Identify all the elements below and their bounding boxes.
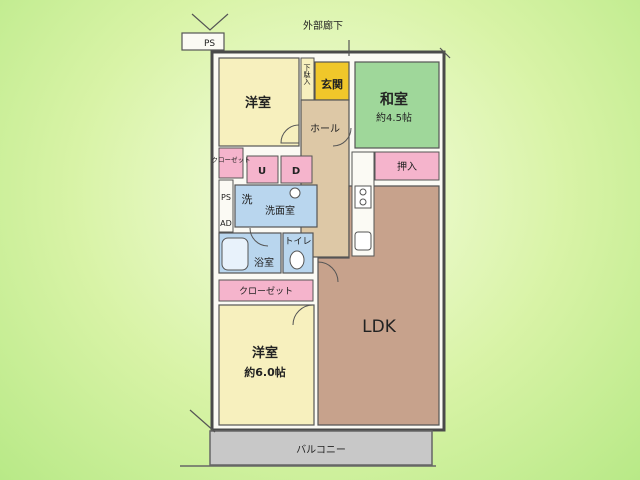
washbasin-icon: [289, 187, 301, 199]
small-closet-label: クローゼット: [212, 155, 251, 164]
japanese-room-label: 和室: [380, 91, 408, 108]
oshiire-closet: [374, 151, 440, 181]
japanese-room-size-label: 約4.5帖: [376, 111, 412, 124]
ps-top-box: [181, 32, 225, 51]
hall-label: ホール: [310, 123, 340, 135]
oshiire-label: 押入: [397, 160, 417, 173]
ps-top-label: PS: [204, 39, 215, 49]
western-room-2-size-label: 約6.0帖: [244, 365, 286, 379]
washer-label: 洗: [242, 193, 253, 206]
toilet-label: トイレ: [284, 237, 311, 247]
balcony: [209, 430, 433, 466]
western-room-2: [218, 304, 315, 426]
western-room-1-label: 洋室: [245, 95, 271, 111]
western-room-2-label: 洋室: [252, 345, 278, 361]
door-swing: [292, 304, 314, 326]
washroom-label: 洗面室: [265, 204, 295, 217]
door-swing: [280, 124, 300, 144]
shoe-closet-label: 下駄入: [303, 64, 311, 85]
ud-left-label: U: [258, 166, 266, 177]
ps-ad-column: [218, 179, 234, 233]
sink-icon: [354, 231, 372, 251]
ud-box-right: [280, 155, 313, 184]
stove-burner-icon: [359, 188, 367, 196]
ldk-room: [317, 185, 440, 426]
window-marker: [191, 13, 229, 31]
window-marker: [189, 409, 216, 433]
window-marker: [439, 47, 451, 59]
door-swing: [249, 227, 269, 247]
long-closet-label: クローゼット: [239, 285, 293, 297]
toilet-icon: [289, 250, 305, 270]
entrance-label: 玄関: [321, 77, 343, 91]
corridor-label: 外部廊下: [303, 19, 343, 32]
door-swing: [317, 261, 339, 283]
door-swing: [332, 127, 352, 147]
ldk-label: LDK: [362, 317, 397, 337]
balcony-label: バルコニー: [296, 444, 346, 456]
ad-side-label: AD: [220, 219, 232, 228]
ud-box-left: [246, 155, 279, 184]
stove-burner-icon: [359, 198, 367, 206]
japanese-room: [354, 61, 440, 149]
small-closet: [218, 147, 244, 179]
ud-right-label: D: [292, 166, 300, 177]
bath-label: 浴室: [254, 256, 274, 269]
ps-side-label: PS: [221, 193, 231, 202]
long-closet: [218, 279, 314, 302]
washroom: [234, 184, 318, 228]
stove-icon: [354, 185, 372, 209]
bathtub-icon: [221, 237, 249, 271]
